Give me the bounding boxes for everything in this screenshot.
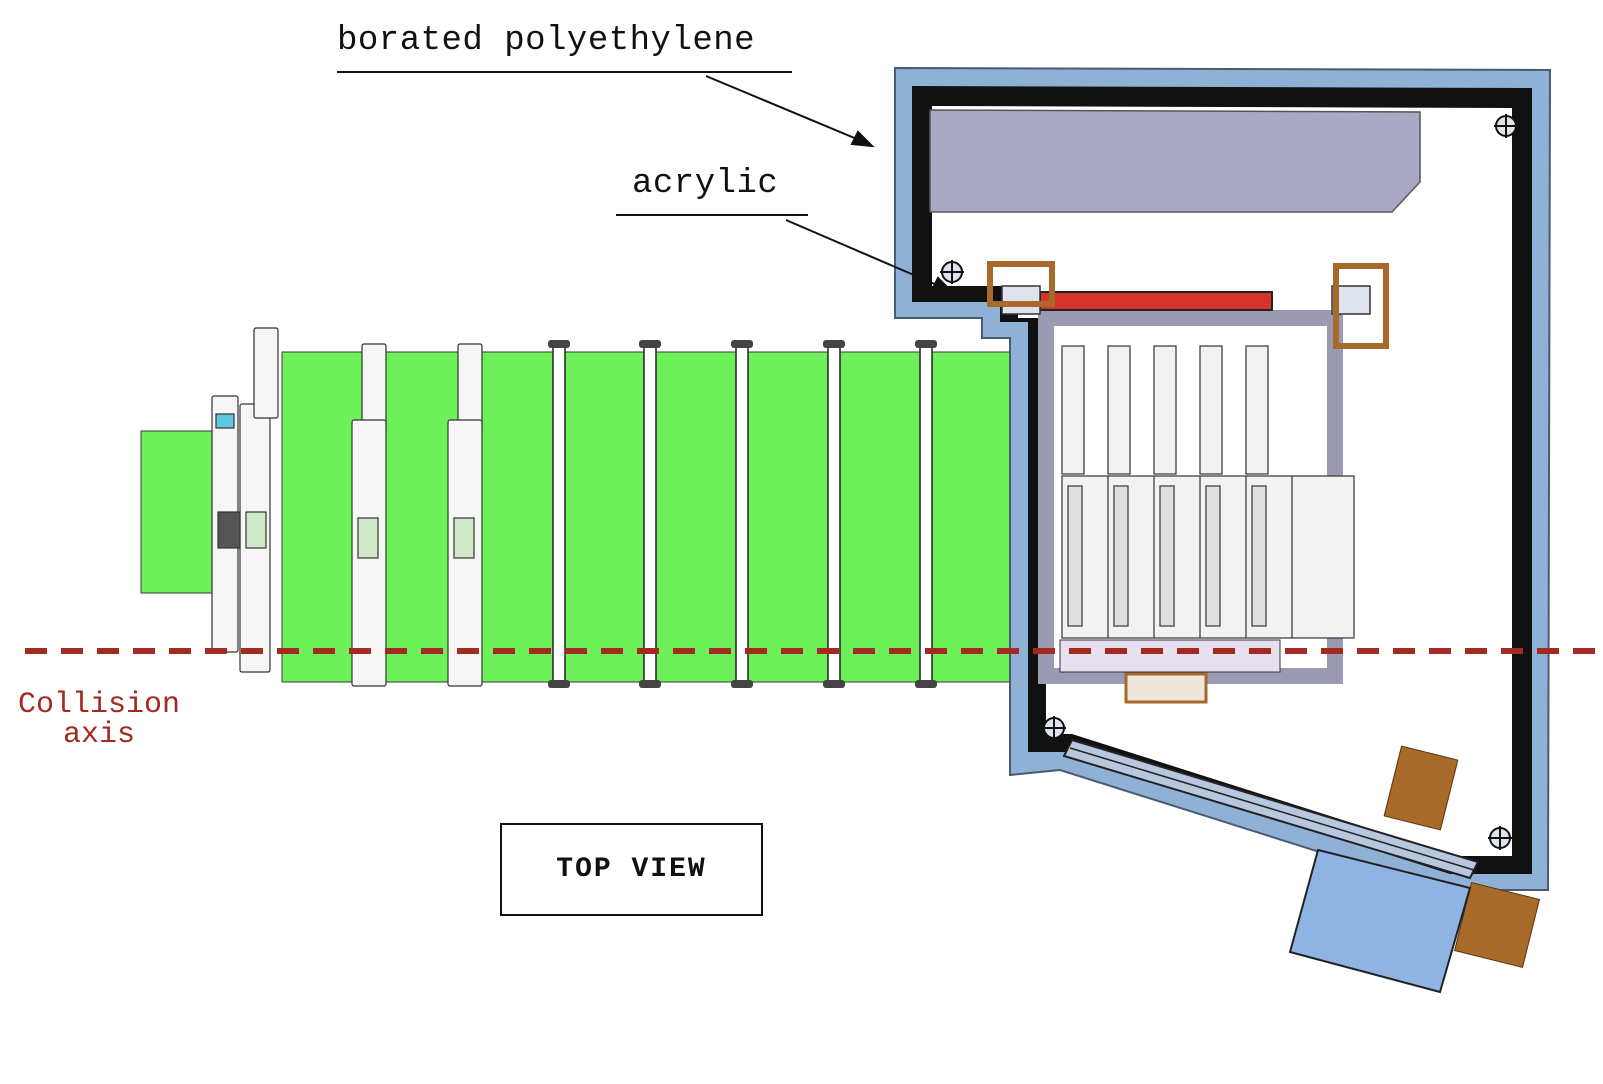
acrylic-bar xyxy=(1039,291,1273,311)
callout-borated xyxy=(337,71,875,148)
electronics-compartment-wall xyxy=(1038,310,1343,684)
thick-rails xyxy=(351,343,483,687)
view-label: TOP VIEW xyxy=(556,854,707,885)
acrylic-label: acrylic xyxy=(632,165,779,203)
crosshair-icon xyxy=(940,114,1518,850)
borated-polyethylene-block xyxy=(929,109,1421,213)
front-green-block xyxy=(140,430,214,594)
shield-enclosure xyxy=(894,66,1552,994)
detector-assembly xyxy=(140,327,1017,688)
crate-base xyxy=(1059,639,1281,673)
diagonal-tube xyxy=(1062,738,1480,880)
borated-polyethylene-label: borated polyethylene xyxy=(337,22,756,60)
copper-block-left xyxy=(987,261,1055,307)
copper-block-right xyxy=(1333,263,1389,349)
collision-axis-label-line2: axis xyxy=(62,718,135,752)
thin-rail-caps xyxy=(548,340,937,688)
copper-cable-bundle-lower xyxy=(1453,881,1541,969)
front-support-plates xyxy=(211,327,279,673)
view-label-box: TOP VIEW xyxy=(500,823,763,916)
thin-rails xyxy=(552,343,933,685)
copper-cable-bundle-upper xyxy=(1383,745,1459,831)
acrylic-end-left xyxy=(1001,285,1041,315)
electronics-crates xyxy=(1061,345,1355,639)
lower-connector xyxy=(1124,672,1208,704)
blue-window-box xyxy=(1288,848,1472,994)
callout-acrylic xyxy=(616,214,955,294)
collision-axis-label: Collision axis xyxy=(4,690,194,750)
collision-axis-label-line1: Collision xyxy=(17,688,181,722)
